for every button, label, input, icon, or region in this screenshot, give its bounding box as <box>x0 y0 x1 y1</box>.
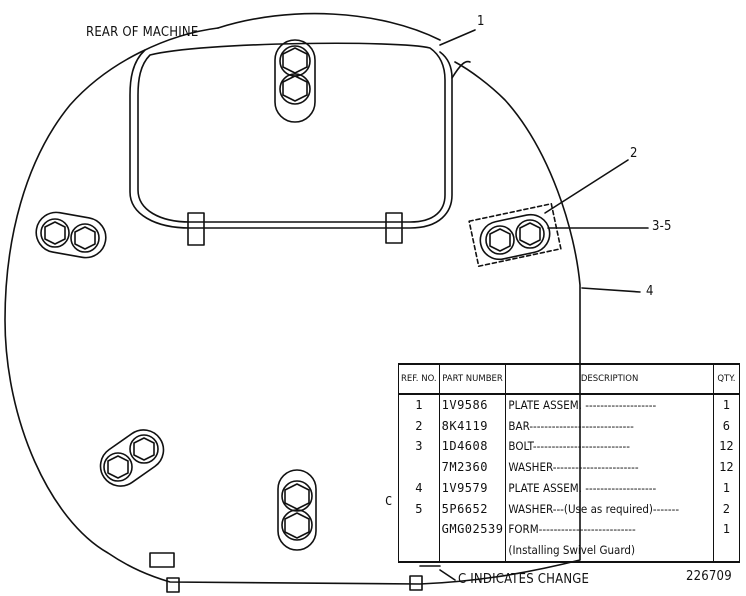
table-row: 1 1V9586 PLATE ASSEM. ------------------… <box>398 394 741 416</box>
parts-table: REF. NO. PART NUMBER DESCRIPTION QTY. 1 … <box>398 363 741 563</box>
cell-ref: 1 <box>398 394 440 416</box>
cover-plate <box>137 42 446 223</box>
tab-bottom-1 <box>166 577 180 593</box>
callout-4: 4 <box>646 284 654 299</box>
table-row: 7M2360 WASHER----------------------- 12 <box>398 457 741 478</box>
cell-desc: FORM-------------------------- <box>505 519 714 541</box>
table-row: 4 1V9579 PLATE ASSEM. ------------------… <box>398 477 741 499</box>
header-ref-no: REF. NO. <box>398 363 440 395</box>
cell-desc: PLATE ASSEM. ------------------- <box>505 477 714 499</box>
table-row: 5 5P6652 WASHER---(Use as required)-----… <box>398 498 741 520</box>
header-part-number: PART NUMBER <box>438 363 507 395</box>
cell-ref: 3 <box>398 436 440 458</box>
tab-right <box>385 212 403 244</box>
header-qty: QTY. <box>712 363 741 395</box>
cell-ref: 5 <box>398 498 440 520</box>
cell-qty: 6 <box>712 415 741 437</box>
slot-right <box>479 213 551 261</box>
table-row: 2 8K4119 BAR----------------------------… <box>398 415 741 437</box>
bar-dashed-outline <box>468 202 562 268</box>
cell-desc-sub: (Installing Swivel Guard) <box>505 540 714 563</box>
cell-desc: BOLT-------------------------- <box>505 436 714 458</box>
slot-bottom-left <box>99 429 165 487</box>
leader-2 <box>544 159 629 214</box>
cell-part: 1V9579 <box>438 477 507 499</box>
cell-desc: WASHER---(Use as required)------- <box>505 498 714 520</box>
rear-of-machine-label: REAR OF MACHINE <box>86 25 199 40</box>
tab-bottom-left <box>149 552 175 568</box>
cell-part: 7M2360 <box>438 457 507 478</box>
callout-3-5: 3-5 <box>652 219 672 234</box>
tab-left <box>187 212 205 246</box>
slot-top <box>274 39 316 123</box>
change-note: C INDICATES CHANGE <box>458 572 590 587</box>
table-row: GMG02539 FORM-------------------------- … <box>398 519 741 541</box>
cell-qty: 12 <box>712 457 741 478</box>
header-description: DESCRIPTION <box>505 363 714 395</box>
slot-left <box>35 211 107 259</box>
guard-plate-outline <box>4 27 581 585</box>
tab-bottom-2 <box>409 575 423 591</box>
cell-ref: 2 <box>398 415 440 437</box>
cell-desc: BAR---------------------------- <box>505 415 714 437</box>
table-header-row: REF. NO. PART NUMBER DESCRIPTION QTY. <box>398 363 741 395</box>
cell-part: GMG02539 <box>438 519 507 541</box>
cell-ref <box>398 457 440 478</box>
cell-part: 1V9586 <box>438 394 507 416</box>
cell-qty: 2 <box>712 498 741 520</box>
callout-1: 1 <box>477 14 485 29</box>
cell-part: 5P6652 <box>438 498 507 520</box>
cell-ref <box>398 519 440 541</box>
leader-4 <box>581 287 641 293</box>
cell-ref: 4 <box>398 477 440 499</box>
cell-qty: 1 <box>712 394 741 416</box>
cell-part: 1D4608 <box>438 436 507 458</box>
leader-c <box>439 569 456 581</box>
change-mark: C <box>385 494 393 508</box>
table-row: 3 1D4608 BOLT-------------------------- … <box>398 436 741 458</box>
table-row: (Installing Swivel Guard) <box>398 540 741 563</box>
cell-qty: 1 <box>712 519 741 541</box>
cell-qty: 12 <box>712 436 741 458</box>
slot-bottom <box>277 469 317 551</box>
cell-desc: PLATE ASSEM. ------------------- <box>505 394 714 416</box>
cell-desc: WASHER----------------------- <box>505 457 714 478</box>
cell-qty: 1 <box>712 477 741 499</box>
drawing-number: 226709 <box>686 569 732 584</box>
leader-1 <box>439 29 476 46</box>
callout-2: 2 <box>630 146 638 161</box>
cell-part: 8K4119 <box>438 415 507 437</box>
